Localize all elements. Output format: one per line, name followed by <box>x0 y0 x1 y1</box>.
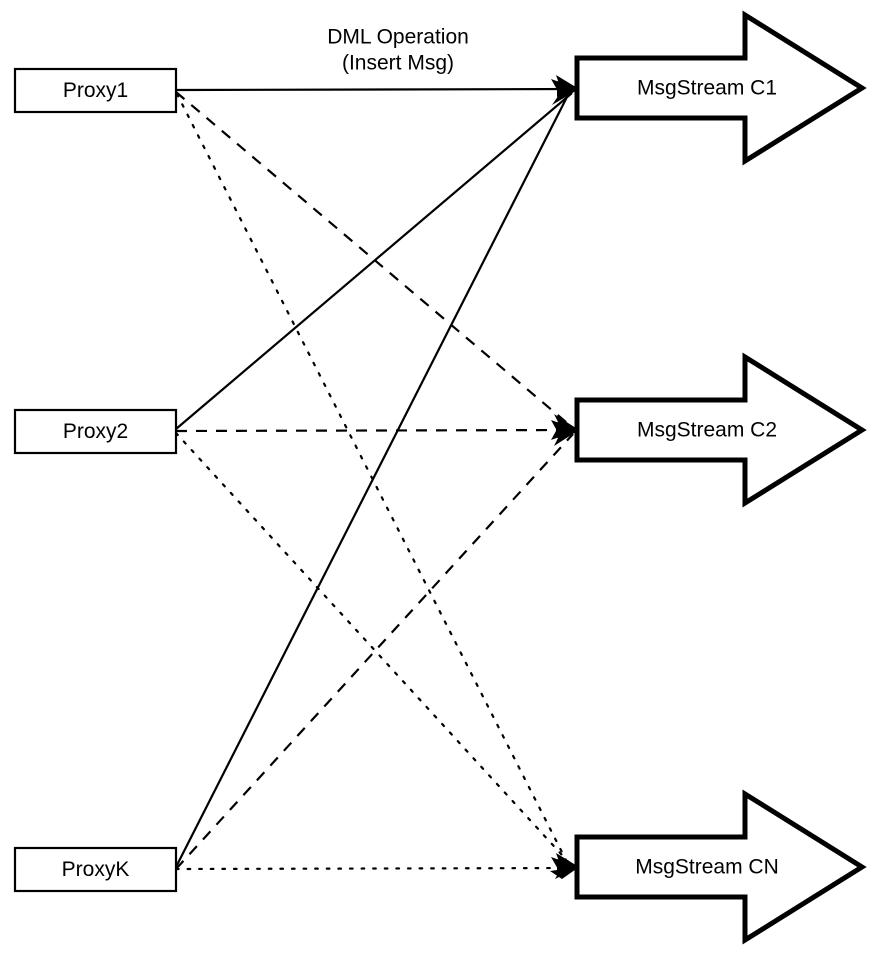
edge-label-dml-operation: DML Operation (Insert Msg) <box>327 26 469 75</box>
proxy-node-proxy1[interactable]: Proxy1 <box>13 67 178 114</box>
msgstream-cn-label: MsgStream CN <box>635 856 779 879</box>
proxy-node-proxy2[interactable]: Proxy2 <box>13 408 178 455</box>
edge-proxyK-cn <box>174 866 582 871</box>
proxyK-box[interactable] <box>13 846 178 893</box>
edge-proxy2-c1 <box>175 92 573 430</box>
arrowhead-layer <box>550 75 579 879</box>
proxy-node-proxyK[interactable]: ProxyK <box>13 846 178 893</box>
edge-label-line2: (Insert Msg) <box>342 52 454 75</box>
edge-label-line1: DML Operation <box>327 26 469 49</box>
msgstream-cn-arrow-shape[interactable] <box>574 789 867 945</box>
proxyK-label: ProxyK <box>62 858 130 881</box>
arrowhead-cn <box>550 853 579 879</box>
edge-layer <box>174 87 582 871</box>
edge-proxy2-cn <box>174 431 574 868</box>
edge-proxy1-c1 <box>175 87 581 92</box>
msgstream-c1-arrow-shape[interactable] <box>574 10 867 166</box>
proxy1-box[interactable] <box>13 67 178 114</box>
msgstream-c1-label: MsgStream C1 <box>637 77 777 100</box>
edge-proxy2-c2 <box>175 428 581 433</box>
proxy1-label: Proxy1 <box>63 79 128 102</box>
msgstream-c2-arrow-shape[interactable] <box>574 352 867 508</box>
msgstream-nodes: MsgStream C1 MsgStream C2 MsgStream CN <box>574 10 867 945</box>
msgstream-node-c2[interactable]: MsgStream C2 <box>574 352 867 508</box>
msgstream-c2-label: MsgStream C2 <box>637 419 777 442</box>
msgstream-node-c1[interactable]: MsgStream C1 <box>574 10 867 166</box>
arrowhead-c1 <box>551 75 579 105</box>
msgstream-node-cn[interactable]: MsgStream CN <box>574 789 867 945</box>
proxy-nodes: Proxy1 Proxy2 ProxyK <box>13 67 178 893</box>
edge-proxyK-c1 <box>175 94 569 868</box>
arrowhead-c2 <box>551 414 579 446</box>
proxy2-label: Proxy2 <box>63 420 128 443</box>
proxy2-box[interactable] <box>13 408 178 455</box>
edge-proxyK-c2 <box>175 433 574 870</box>
